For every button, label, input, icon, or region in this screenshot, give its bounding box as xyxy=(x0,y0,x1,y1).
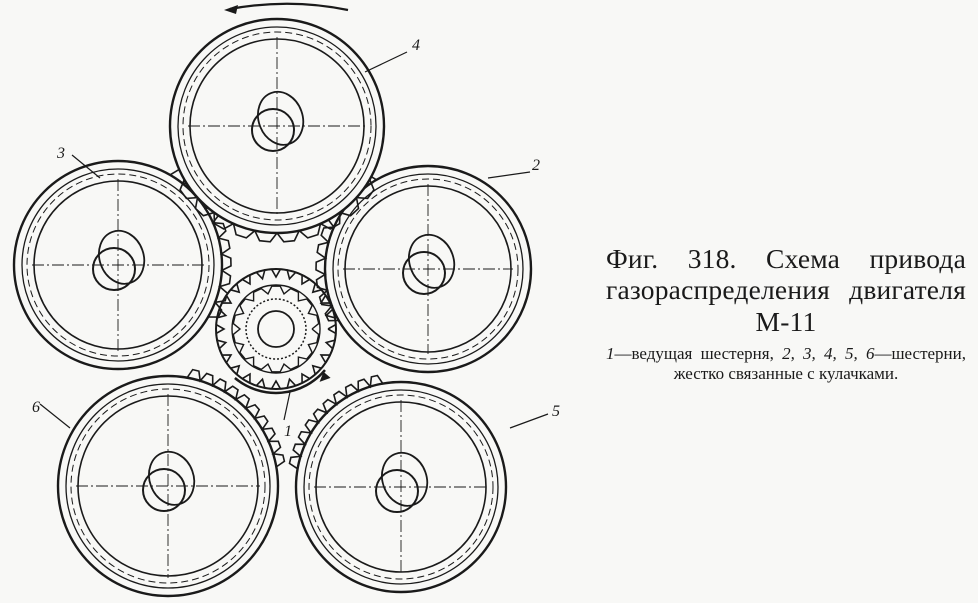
rotation-arrow xyxy=(224,2,349,14)
figure-legend: 1—ведущая шестерня, 2, 3, 4, 5, 6—шестер… xyxy=(606,344,966,385)
leader-lines xyxy=(39,51,549,429)
label-5: 5 xyxy=(552,403,560,420)
label-2: 2 xyxy=(532,157,540,174)
legend-text-2: —шестерни, жестко связанные с кулачками. xyxy=(673,344,966,384)
gear-1 xyxy=(215,268,337,395)
legend-num-1: 1 xyxy=(606,344,615,364)
gear-train-diagram: 1 2 3 4 5 6 xyxy=(12,2,560,598)
label-3: 3 xyxy=(56,145,65,162)
gear-4 xyxy=(168,17,386,243)
label-4: 4 xyxy=(412,37,420,54)
gear-3 xyxy=(12,159,232,371)
figure-title: Фиг. 318. Схема привода газораспределени… xyxy=(606,243,966,337)
gear-6 xyxy=(56,368,286,598)
figure-caption: Фиг. 318. Схема привода газораспределени… xyxy=(606,243,966,385)
label-1: 1 xyxy=(284,423,292,440)
gear-2 xyxy=(315,164,533,374)
legend-text-1: —ведущая шестерня, xyxy=(614,344,783,364)
gear-5 xyxy=(288,374,508,594)
label-6: 6 xyxy=(32,399,40,416)
legend-num-2: 2, 3, 4, 5, 6 xyxy=(782,344,875,364)
